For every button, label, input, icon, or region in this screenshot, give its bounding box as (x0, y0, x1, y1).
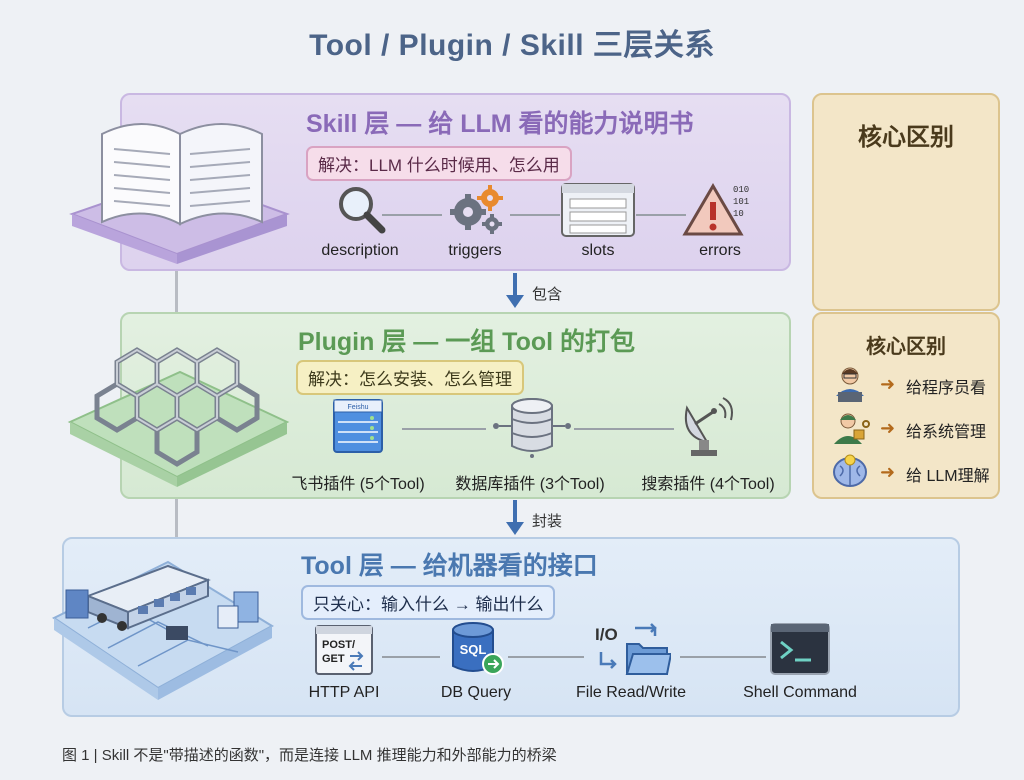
terminal-icon (770, 623, 830, 675)
skill-item-label: triggers (448, 242, 502, 259)
skill-item-label: errors (699, 242, 741, 259)
plugin-item-feishu: Feishu 飞书插件 (5个Tool) (291, 396, 425, 496)
arrow-right-icon: ➜ (880, 418, 896, 438)
tool-item-db-query: SQL DB Query (436, 620, 516, 708)
io-text: I/O (595, 625, 618, 644)
form-slots-icon (561, 183, 635, 237)
tool-item-label: File Read/Write (576, 684, 686, 701)
plugin-item-database: 数据库插件 (3个Tool) (455, 396, 605, 496)
svg-text:010: 010 (733, 185, 749, 195)
arrow-right-icon: ➜ (880, 462, 896, 482)
connector-line (402, 428, 486, 430)
arrow-label-contains: 包含 (532, 286, 563, 303)
honeycomb-illustration (62, 322, 292, 492)
svg-text:10: 10 (733, 209, 744, 219)
connector-line (382, 214, 442, 216)
book-illustration (62, 104, 292, 269)
vertical-connector-line (175, 250, 178, 330)
tool-item-http-api: POST/ GET HTTP API (304, 624, 384, 708)
skill-layer-title: Skill 层 — 给 LLM 看的能力说明书 (306, 110, 694, 138)
skill-layer-badge: 解决：LLM 什么时候用、怎么用 (306, 146, 572, 181)
programmer-icon (836, 367, 864, 402)
server-icon: Feishu (333, 399, 383, 453)
sql-text: SQL (460, 642, 487, 657)
core-difference-text: 给系统管理 (906, 424, 987, 441)
plugin-item-label: 数据库插件 (3个Tool) (455, 476, 605, 493)
tool-item-label: Shell Command (743, 684, 857, 701)
connector-line (680, 656, 766, 658)
connector-line (382, 656, 440, 658)
skill-item-errors: 010 101 10 errors (680, 180, 760, 270)
skill-item-description: description (310, 180, 410, 270)
connector-line (510, 214, 560, 216)
skill-item-label: description (321, 242, 399, 259)
gears-icon (450, 185, 503, 234)
core-difference-row: ➜ 给程序员看 (828, 366, 998, 402)
core-difference-panel-top: 核心区别 (812, 93, 1000, 311)
tool-item-shell-command: Shell Command (743, 622, 857, 708)
skill-item-triggers: triggers (430, 180, 520, 270)
warning-icon: 010 101 10 (682, 183, 749, 236)
figure-caption: 图 1 | Skill 不是"带描述的函数"，而是连接 LLM 推理能力和外部能… (62, 747, 557, 764)
magnifier-icon (339, 187, 386, 234)
core-difference-heading: 核心区别 (858, 124, 954, 151)
tool-item-label: DB Query (440, 684, 512, 701)
feishu-logo-text: Feishu (347, 404, 368, 411)
http-request-icon: POST/ GET (315, 625, 373, 675)
svg-text:101: 101 (733, 197, 749, 207)
skill-item-label: slots (581, 242, 615, 259)
connector-line (636, 214, 686, 216)
tool-layer-badge: 只关心：输入什么 → 输出什么 (301, 585, 556, 620)
core-difference-panel-bottom: 核心区别 ➜ 给程序员看 ➜ 给系统管理 ➜ 给 LLM理解 (812, 312, 1000, 499)
core-difference-row: ➜ 给系统管理 (828, 410, 998, 446)
connector-line (574, 428, 674, 430)
admin-icon (834, 413, 870, 444)
core-difference-heading: 核心区别 (866, 336, 946, 358)
plugin-item-label: 飞书插件 (5个Tool) (291, 476, 425, 493)
skill-item-slots: slots (555, 182, 641, 270)
arrow-down-icon (503, 273, 527, 314)
plugin-layer-title: Plugin 层 — 一组 Tool 的打包 (298, 328, 636, 356)
plugin-item-search: 搜索插件 (4个Tool) (641, 396, 775, 496)
http-post-text: POST/ (322, 639, 355, 651)
connector-line (508, 656, 584, 658)
circuit-board-illustration (48, 548, 278, 713)
satellite-dish-icon (685, 397, 733, 456)
sql-database-icon: SQL (452, 622, 504, 675)
core-difference-text: 给程序员看 (906, 380, 987, 397)
brain-icon (833, 454, 867, 487)
plugin-item-label: 搜索插件 (4个Tool) (641, 476, 775, 493)
core-difference-text: 给 LLM理解 (906, 468, 990, 485)
page-title: Tool / Plugin / Skill 三层关系 (309, 29, 715, 62)
arrow-right-icon: ➜ (880, 374, 896, 394)
core-difference-row: ➜ 给 LLM理解 (828, 454, 998, 490)
http-get-text: GET (322, 653, 345, 665)
arrow-label-wraps: 封装 (532, 513, 563, 530)
plugin-layer-badge: 解决：怎么安装、怎么管理 (296, 360, 524, 395)
arrow-down-icon (503, 500, 527, 541)
database-icon (493, 398, 571, 458)
vertical-connector-line (175, 480, 178, 560)
tool-item-label: HTTP API (308, 684, 380, 701)
folder-io-icon: I/O (595, 623, 671, 675)
tool-layer-title: Tool 层 — 给机器看的接口 (301, 552, 598, 580)
tool-item-file-read-write: I/O File Read/Write (576, 620, 686, 708)
